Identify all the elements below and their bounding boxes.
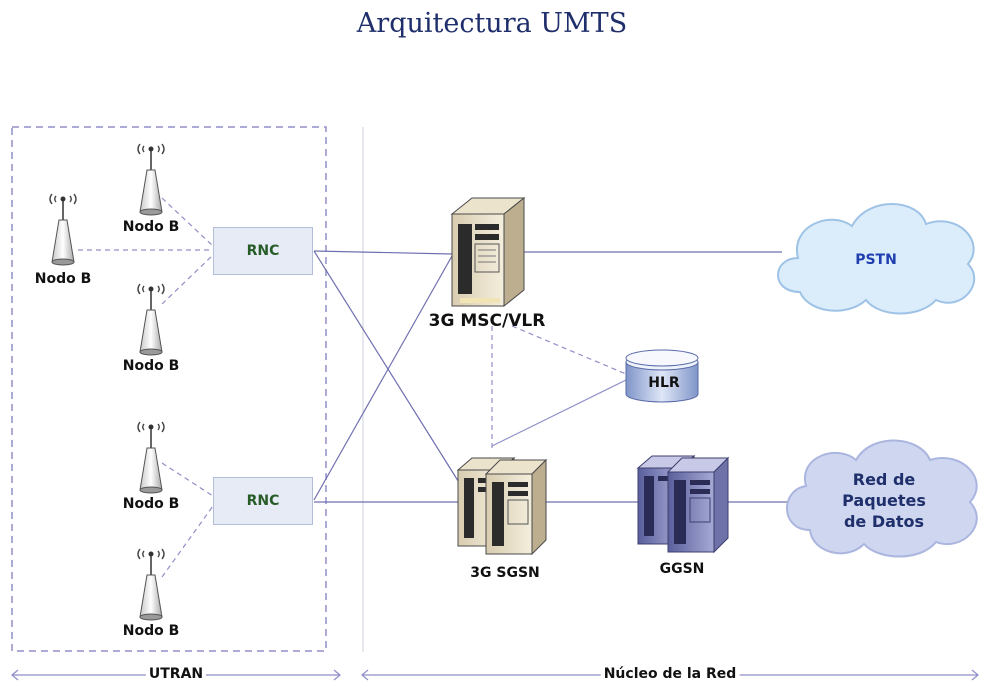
link-rnc1-sgsn	[313, 250, 461, 485]
antenna-icon	[137, 143, 165, 216]
nodo-b-label: Nodo B	[122, 219, 180, 235]
utran-arrow-right-icon	[333, 669, 341, 681]
link-nodob1-rnc	[161, 197, 214, 247]
link-msc-hlr	[511, 325, 627, 375]
packet-network-line: de Datos	[843, 512, 925, 531]
cloud-icon	[777, 203, 976, 315]
link-nodob3-rnc	[161, 254, 214, 305]
link-nodob4-rnc	[161, 462, 214, 497]
nodo-b-label: Nodo B	[122, 358, 180, 374]
link-sgsn-hlr	[491, 379, 627, 447]
server-icon	[636, 454, 730, 554]
antennas	[49, 143, 165, 621]
rnc-top-box[interactable]: RNC	[213, 227, 313, 275]
link-rnc2-msc	[313, 255, 453, 501]
sgsn-label: 3G SGSN	[470, 565, 540, 581]
nodo-b-label: Nodo B	[34, 271, 92, 287]
utran-section-label: UTRAN	[145, 666, 207, 682]
nodo-b-label: Nodo B	[122, 623, 180, 639]
pstn-label: PSTN	[855, 252, 897, 268]
signaling-links	[491, 325, 627, 452]
core-arrow-right-icon	[971, 669, 979, 681]
link-nodob5-rnc	[161, 505, 214, 578]
server-icon	[456, 456, 548, 556]
link-rnc1-msc	[313, 250, 453, 255]
packet-network-line: Red de	[852, 470, 916, 489]
ggsn-label: GGSN	[659, 561, 705, 577]
antenna-icon	[49, 193, 77, 266]
utran-arrow-left-icon	[11, 669, 19, 681]
cloud-icon	[786, 439, 978, 558]
core-links	[313, 250, 794, 503]
server-icon	[450, 196, 526, 308]
database-icon	[625, 349, 699, 403]
page-title: Arquitectura UMTS	[356, 8, 628, 39]
nodo-b-label: Nodo B	[122, 496, 180, 512]
msc-vlr-label: 3G MSC/VLR	[428, 311, 546, 331]
antenna-icon	[137, 548, 165, 621]
core-section-label: Núcleo de la Red	[600, 666, 740, 682]
packet-network-label: Red de Paquetes de Datos	[842, 469, 926, 532]
packet-network-line: Paquetes	[842, 491, 926, 510]
antenna-icon	[137, 421, 165, 494]
radio-links	[78, 197, 214, 578]
rnc-bottom-box[interactable]: RNC	[213, 477, 313, 525]
utran-boundary	[11, 126, 327, 652]
antenna-icon	[137, 283, 165, 356]
core-arrow-left-icon	[361, 669, 369, 681]
hlr-label: HLR	[648, 375, 680, 391]
